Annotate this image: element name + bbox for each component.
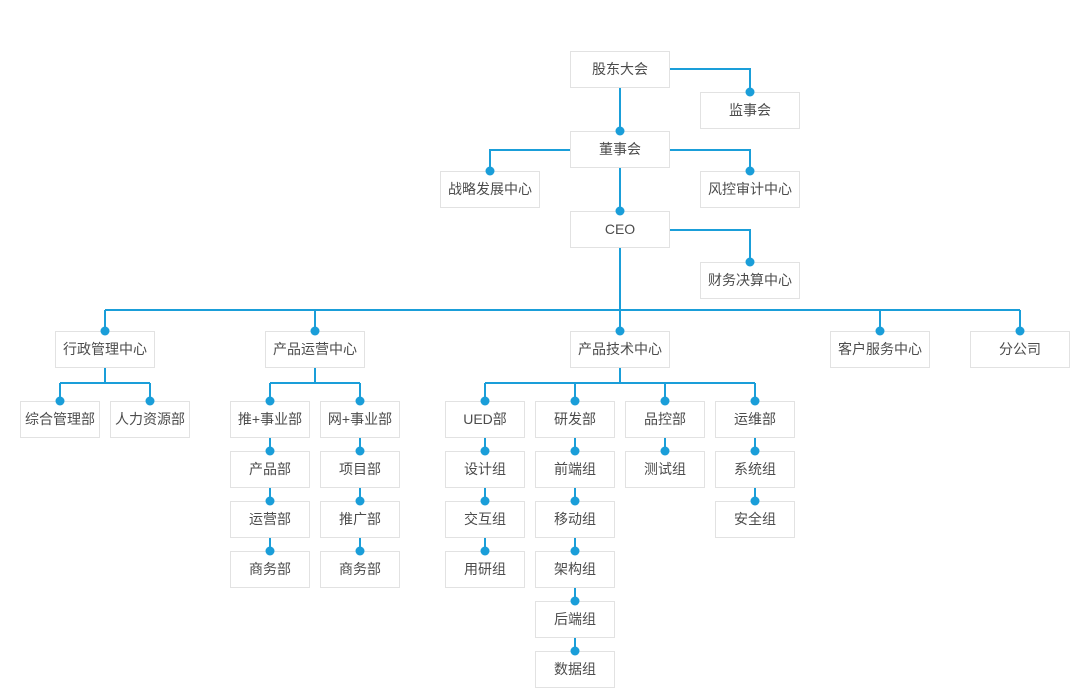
org-node-strategy: 战略发展中心 xyxy=(440,171,540,208)
org-node-business-dept-tui: 商务部 xyxy=(230,551,310,588)
org-node-interaction-group: 交互组 xyxy=(445,501,525,538)
org-node-product-ops-center: 产品运营中心 xyxy=(265,331,365,368)
org-node-testing-group: 测试组 xyxy=(625,451,705,488)
org-node-product-dept: 产品部 xyxy=(230,451,310,488)
org-node-design-group: 设计组 xyxy=(445,451,525,488)
org-node-backend-group: 后端组 xyxy=(535,601,615,638)
org-node-hr: 人力资源部 xyxy=(110,401,190,438)
org-node-system-group: 系统组 xyxy=(715,451,795,488)
org-node-tui-division: 推+事业部 xyxy=(230,401,310,438)
org-node-ued-dept: UED部 xyxy=(445,401,525,438)
org-node-security-group: 安全组 xyxy=(715,501,795,538)
org-node-branch-company: 分公司 xyxy=(970,331,1070,368)
org-node-qc-dept: 品控部 xyxy=(625,401,705,438)
org-node-business-dept-wang: 商务部 xyxy=(320,551,400,588)
org-node-maintenance-dept: 运维部 xyxy=(715,401,795,438)
org-node-frontend-group: 前端组 xyxy=(535,451,615,488)
org-node-architecture-group: 架构组 xyxy=(535,551,615,588)
org-node-user-research-group: 用研组 xyxy=(445,551,525,588)
org-node-data-group: 数据组 xyxy=(535,651,615,688)
org-node-board: 董事会 xyxy=(570,131,670,168)
org-node-rnd-dept: 研发部 xyxy=(535,401,615,438)
org-node-mobile-group: 移动组 xyxy=(535,501,615,538)
org-node-product-tech-center: 产品技术中心 xyxy=(570,331,670,368)
org-node-admin-center: 行政管理中心 xyxy=(55,331,155,368)
org-node-customer-service-center: 客户服务中心 xyxy=(830,331,930,368)
org-node-shareholders: 股东大会 xyxy=(570,51,670,88)
org-node-operations-dept: 运营部 xyxy=(230,501,310,538)
org-node-wang-division: 网+事业部 xyxy=(320,401,400,438)
org-node-risk-audit: 风控审计中心 xyxy=(700,171,800,208)
org-node-project-dept: 项目部 xyxy=(320,451,400,488)
org-node-finance: 财务决算中心 xyxy=(700,262,800,299)
org-node-promotion-dept: 推广部 xyxy=(320,501,400,538)
org-node-general-admin: 综合管理部 xyxy=(20,401,100,438)
org-node-ceo: CEO xyxy=(570,211,670,248)
org-node-supervisory: 监事会 xyxy=(700,92,800,129)
